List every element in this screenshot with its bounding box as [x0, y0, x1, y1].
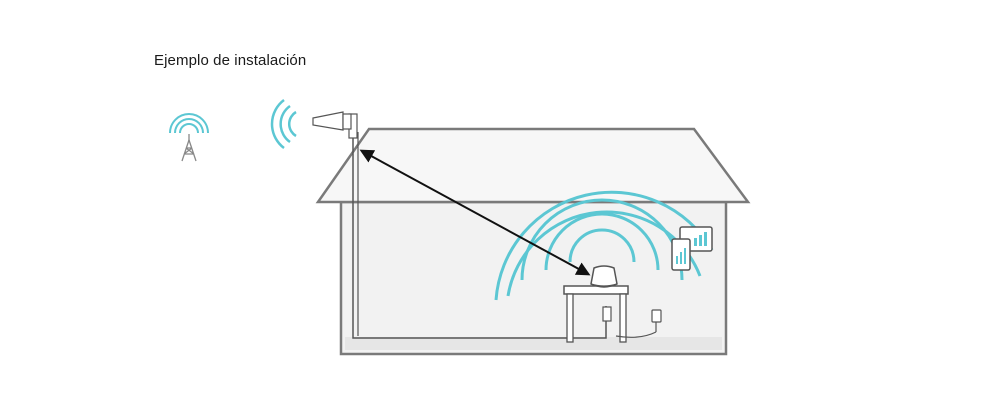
outdoor-yagi-antenna-icon	[312, 111, 352, 131]
power-adapter-icon	[615, 309, 662, 338]
table	[563, 285, 629, 343]
coax-cable	[352, 132, 607, 339]
house-wall	[339, 200, 728, 356]
repeater-unit	[602, 306, 612, 322]
house-roof	[315, 127, 751, 204]
house-floor	[345, 337, 722, 350]
smartphone-icon	[671, 238, 691, 271]
outdoor-antenna-waves	[270, 99, 297, 149]
indoor-dome-antenna-icon	[590, 265, 618, 288]
separation-arrow	[359, 149, 591, 276]
diagram-title: Ejemplo de instalación	[154, 52, 307, 69]
cell-tower-icon	[169, 113, 209, 162]
